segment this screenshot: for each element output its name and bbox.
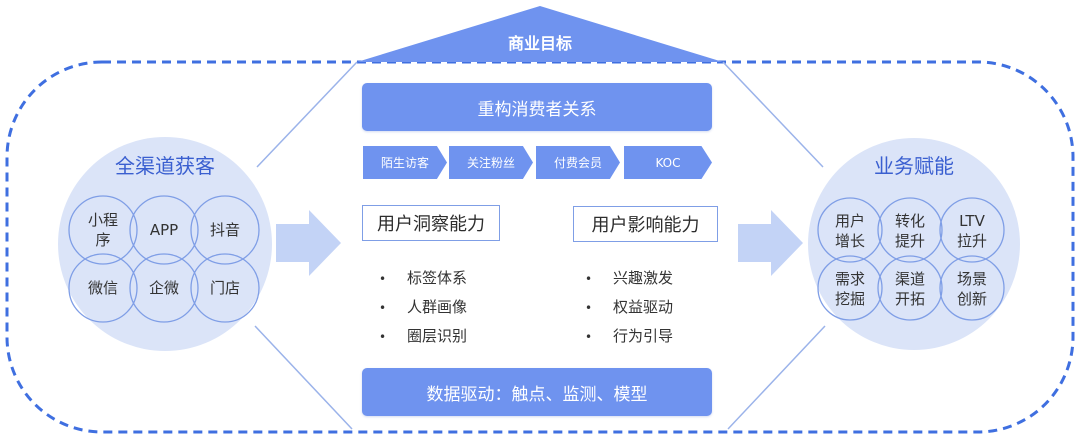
channel-label: 企微 [148,279,179,297]
capability-circle [817,197,883,263]
channel-circle [129,253,199,323]
top-label: 商业目标 [507,34,572,53]
capability-label: 需求 挖掘 [834,270,865,308]
list-item: 标签体系 [379,264,467,293]
insight-list: 标签体系 人群画像 圈层识别 [379,264,467,351]
channel-label: 微信 [87,279,118,297]
list-item: 圈层识别 [379,322,467,351]
capability-label: 场景 创新 [956,270,987,308]
capability-label: LTV 拉升 [956,212,987,250]
influence-capability-box: 用户影响能力 [573,206,718,242]
list-item: 行为引导 [585,322,673,351]
capability-circle [817,255,883,321]
right-flow-arrow [738,210,803,276]
channel-circle [129,195,199,265]
channel-circles [68,195,260,323]
capability-circle [877,197,943,263]
center-footer-bar: 数据驱动：触点、监测、模型 [362,368,712,416]
connector-top-right [722,61,824,168]
connector-bottom-left [254,325,353,430]
capability-label: 用户 增长 [834,212,865,250]
center-header-bar: 重构消费者关系 [362,83,712,131]
channel-label: 抖音 [209,221,240,239]
capability-circles [817,197,1005,321]
top-triangle [357,6,723,62]
channel-label: 门店 [209,279,240,297]
capability-circle [939,255,1005,321]
capability-label: 转化 提升 [894,212,925,250]
capability-label: 渠道 开拓 [894,270,925,308]
channel-circle [68,195,138,265]
left-group-circle [58,137,272,351]
connector-top-left [256,61,358,168]
channel-circle [190,195,260,265]
stage-chevron: 关注粉丝 [449,146,533,179]
channel-circle [190,253,260,323]
connector-bottom-right [727,325,826,430]
list-item: 人群画像 [379,293,467,322]
left-flow-arrow [276,210,341,276]
influence-list: 兴趣激发 权益驱动 行为引导 [585,264,673,351]
channel-label: 小程序 [87,211,118,249]
insight-capability-box: 用户洞察能力 [362,205,500,241]
channel-label: APP [149,221,179,239]
list-item: 权益驱动 [585,293,673,322]
right-group-circle [808,138,1020,350]
capability-circle [939,197,1005,263]
capability-circle [877,255,943,321]
list-item: 兴趣激发 [585,264,673,293]
right-group-title: 业务赋能 [874,154,954,178]
left-group-title: 全渠道获客 [115,154,215,178]
stage-chevron: KOC [624,146,712,179]
channel-circle [68,253,138,323]
stage-chevron: 陌生访客 [363,146,447,179]
stage-chevron: 付费会员 [536,146,620,179]
